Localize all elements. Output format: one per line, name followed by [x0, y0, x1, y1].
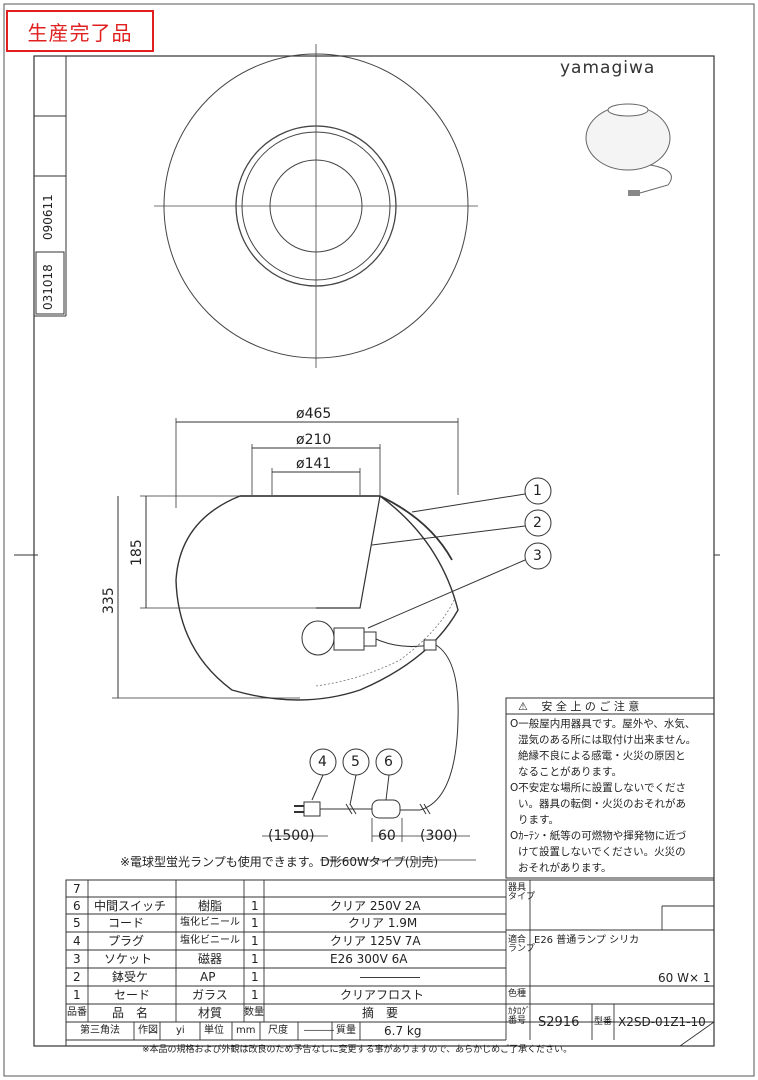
dim-cord-length: (1500)	[268, 828, 315, 844]
weight-label: 質量	[336, 1025, 356, 1036]
callout-6: 6	[384, 754, 393, 770]
model-label: 型番	[594, 1017, 613, 1027]
safety-line: い。器具の転倒・火災のおそれがあ	[518, 798, 686, 810]
safety-line: ります。	[518, 814, 559, 826]
safety-line: Oｶｰﾃﾝ・紙等の可燃物や揮発物に近づ	[510, 830, 687, 842]
brand-logo: yamagiwa	[560, 58, 656, 78]
callout-4: 4	[318, 754, 327, 770]
safety-title: ⚠ 安 全 上 の ご 注 意	[518, 700, 640, 713]
drawn-by: yi	[176, 1025, 185, 1036]
disclaimer: ※本品の規格および外観は改良のため予告なしに変更する事がありますので、あらかじめ…	[142, 1045, 573, 1055]
dim-diameter-141: ø141	[296, 456, 332, 472]
model-number: X2SD-01Z1-10	[618, 1015, 706, 1029]
weight-value: 6.7 kg	[384, 1024, 422, 1038]
dim-diameter-210: ø210	[296, 432, 332, 448]
color-label: 色種	[508, 989, 527, 999]
dim-height-185: 185	[129, 539, 145, 566]
scale-value: ―――	[304, 1025, 334, 1036]
callout-3: 3	[533, 548, 542, 564]
lamp-label: 適合 ランプ	[508, 935, 535, 954]
catalog-label: ｶﾀﾛｸﾞ 番号	[508, 1007, 531, 1026]
scale-label: 尺度	[268, 1025, 288, 1036]
dim-height-335: 335	[101, 587, 117, 614]
safety-line: O不安定な場所に設置しないでくださ	[510, 782, 686, 794]
safety-line: 絶縁不良による感電・火災の原因と	[518, 750, 686, 762]
callout-1: 1	[533, 483, 542, 499]
lamp-note: ※電球型蛍光ランプも使用できます。D形60Wタイプ(別売)	[120, 855, 439, 869]
unit-value: mm	[236, 1025, 256, 1036]
callout-5: 5	[351, 754, 360, 770]
drawn-label: 作図	[138, 1025, 158, 1036]
lamp-watt: 60 W× 1	[658, 971, 711, 985]
status-badge: 生産完了品	[6, 10, 154, 52]
safety-line: なることがあります。	[518, 766, 622, 778]
callout-2: 2	[533, 515, 542, 531]
side-code-1: 090611	[41, 194, 55, 240]
safety-line: おそれがあります。	[518, 862, 612, 874]
unit-label: 単位	[204, 1025, 224, 1036]
warning-icon: ⚠	[518, 700, 528, 713]
side-code-2: 031018	[41, 264, 55, 310]
dim-diameter-465: ø465	[296, 406, 332, 422]
fixture-type-label: 器具 タイプ	[508, 883, 536, 902]
safety-line: 湿気のある所には取付け出来ません。	[518, 734, 697, 746]
lamp-spec: E26 普通ランプ シリカ	[534, 935, 640, 946]
dim-switch-length: 60	[378, 828, 396, 844]
catalog-number: S2916	[538, 1015, 580, 1030]
dim-tail-length: (300)	[420, 828, 458, 844]
lamp-thumbnail-icon	[585, 103, 672, 196]
safety-line: O一般屋内用器具です。屋外や、水気、	[510, 718, 696, 730]
projection-method: 第三角法	[80, 1025, 120, 1036]
safety-line: けて設置しないでください。火災の	[518, 846, 686, 858]
